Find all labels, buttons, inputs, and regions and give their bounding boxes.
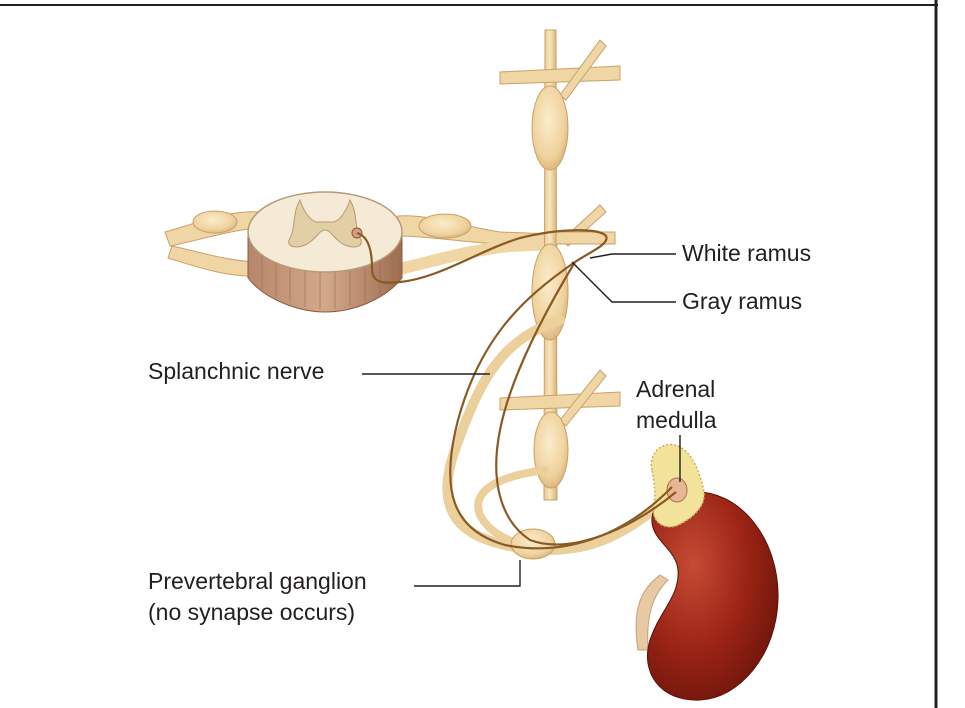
splanchnic-nerve-label: Splanchnic nerve [148, 358, 325, 384]
spinal-nerve [164, 210, 558, 277]
white-ramus-leader [589, 253, 676, 259]
adrenal-medulla-label: Adrenal medulla [636, 374, 717, 436]
adrenal-gland [650, 443, 705, 528]
spinal-cord-section [247, 191, 403, 313]
kidney [635, 491, 779, 701]
preganglionic-axon [356, 229, 677, 550]
gray-ramus-leader [571, 261, 676, 303]
adrenal-label-line2: medulla [636, 407, 717, 433]
adrenal-label-line1: Adrenal [636, 376, 716, 402]
figure-frame [0, 0, 938, 708]
white-ramus-label: White ramus [682, 240, 812, 266]
prevertebral-ganglion-leader [414, 560, 521, 587]
leader-lines [362, 253, 681, 587]
prevertebral-label-line2: (no synapse occurs) [148, 599, 356, 625]
gray-ramus-label: Gray ramus [682, 288, 803, 314]
prevertebral-label-line1: Prevertebral ganglion [148, 568, 367, 594]
sympathetic-trunk [499, 29, 621, 501]
prevertebral-ganglion-label: Prevertebral ganglion (no synapse occurs… [148, 566, 367, 628]
